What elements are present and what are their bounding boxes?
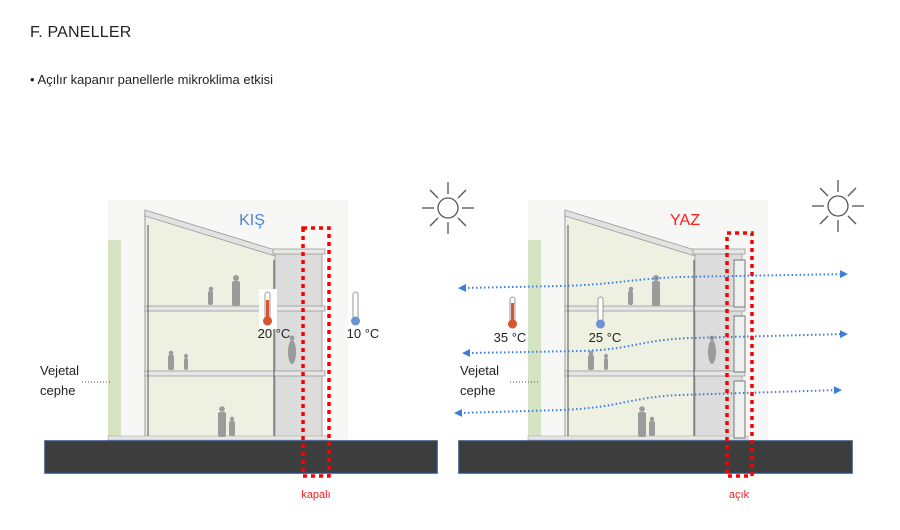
panel-highlight-box [301,226,331,478]
facade-label: Vejetal [40,363,79,378]
facade-label: Vejetal [460,363,499,378]
bullet-text: • Açılır kapanır panellerle mikroklima e… [30,72,273,87]
building-section-winter [107,199,349,441]
facade-label: cephe [460,383,495,398]
outside-temp: 35 °C [494,330,527,345]
winter-section: KIŞ 20 °C 10 °C kapalı Vejetal cephe [40,181,475,501]
ground-slab [458,440,853,474]
thermometer-warm-icon [508,296,517,329]
panel-state-label: açık [729,489,750,501]
sun-icon [421,181,475,235]
building-section-summer [527,199,769,441]
open-panels [733,259,746,439]
summer-section: YAZ 35 °C 25 °C açık Vejetal cephe [454,179,865,501]
sun-icon [811,179,865,233]
inside-temp: 20 °C [258,326,291,341]
panel-state-label: kapalı [301,489,330,501]
airflow-arrows [454,270,848,417]
panel-highlight-box [725,231,754,478]
page-title: F. PANELLER [30,24,132,41]
thermometer-cool-icon [351,291,360,326]
outside-temp: 10 °C [347,326,380,341]
facade-label: cephe [40,383,75,398]
season-label-winter: KIŞ [239,212,265,229]
inside-temp: 25 °C [589,330,622,345]
ground-slab [44,440,438,474]
season-label-summer: YAZ [670,212,700,229]
thermometer-warm-icon [259,289,277,329]
thermometer-cool-icon [596,296,605,329]
